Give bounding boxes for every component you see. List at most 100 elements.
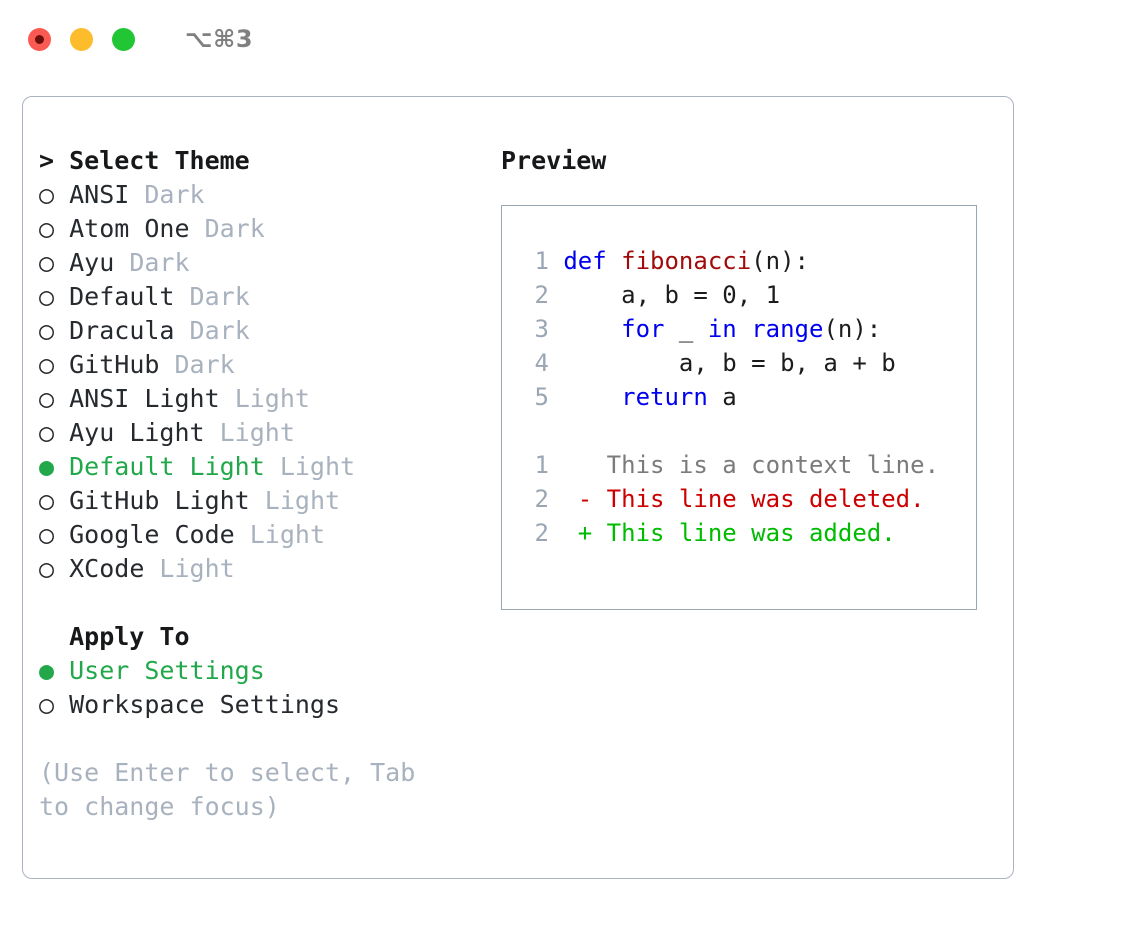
theme-variant-tag: Dark bbox=[159, 350, 235, 379]
code-line: 3 for _ in range(n): bbox=[520, 312, 976, 346]
line-number: 1 bbox=[534, 451, 549, 479]
theme-list-item[interactable]: ○ Dracula Dark bbox=[39, 314, 486, 348]
code-token: return bbox=[621, 383, 708, 411]
radio-unselected-icon: ○ bbox=[39, 350, 55, 379]
code-line: 5 return a bbox=[520, 380, 976, 414]
diff-sample: 1 This is a context line.2 - This line w… bbox=[520, 448, 976, 550]
theme-name: GitHub bbox=[54, 350, 160, 379]
diff-line: 2 + This line was added. bbox=[520, 516, 976, 550]
content-panel: > Select Theme ○ ANSI Dark○ Atom One Dar… bbox=[22, 96, 1014, 879]
theme-list-item[interactable]: ○ Ayu Light Light bbox=[39, 416, 486, 450]
theme-list: ○ ANSI Dark○ Atom One Dark○ Ayu Dark○ De… bbox=[39, 178, 486, 586]
theme-variant-tag: Light bbox=[234, 520, 325, 549]
code-token: for bbox=[621, 315, 665, 343]
minimize-button[interactable] bbox=[70, 27, 93, 51]
theme-name: Default Light bbox=[54, 452, 265, 481]
theme-name: XCode bbox=[54, 554, 145, 583]
code-token: a, b = b, a + b bbox=[563, 349, 896, 377]
radio-unselected-icon: ○ bbox=[39, 690, 55, 719]
theme-variant-tag: Light bbox=[144, 554, 235, 583]
diff-text: This line was added. bbox=[592, 519, 896, 547]
keyboard-hint: (Use Enter to select, Tab to change focu… bbox=[39, 758, 431, 821]
theme-name: ANSI bbox=[54, 180, 130, 209]
theme-variant-tag: Light bbox=[204, 418, 295, 447]
theme-variant-tag: Dark bbox=[189, 214, 265, 243]
title-bar: ⌥⌘3 bbox=[0, 0, 1140, 78]
code-token: (n): bbox=[823, 315, 882, 343]
theme-name: Atom One bbox=[54, 214, 190, 243]
theme-name: Dracula bbox=[54, 316, 175, 345]
code-line: 4 a, b = b, a + b bbox=[520, 346, 976, 380]
theme-list-item[interactable]: ○ XCode Light bbox=[39, 552, 486, 586]
diff-text: This is a context line. bbox=[592, 451, 940, 479]
apply-to-label: User Settings bbox=[54, 656, 265, 685]
radio-unselected-icon: ○ bbox=[39, 486, 55, 515]
code-token: fibonacci bbox=[621, 247, 752, 275]
theme-variant-tag: Dark bbox=[174, 282, 250, 311]
code-token: in range bbox=[707, 315, 824, 343]
diff-line: 2 - This line was deleted. bbox=[520, 482, 976, 516]
preview-title: Preview bbox=[501, 146, 607, 175]
line-number: 2 bbox=[534, 519, 549, 547]
radio-selected-icon: ● bbox=[39, 452, 55, 481]
maximize-button[interactable] bbox=[112, 27, 135, 51]
theme-variant-tag: Light bbox=[249, 486, 341, 515]
theme-list-item[interactable]: ○ ANSI Light Light bbox=[39, 382, 486, 416]
line-number: 2 bbox=[534, 485, 549, 513]
theme-name: GitHub Light bbox=[54, 486, 250, 515]
apply-to-item[interactable]: ● User Settings bbox=[39, 654, 486, 688]
code-token: _ bbox=[664, 315, 708, 343]
apply-to-item[interactable]: ○ Workspace Settings bbox=[39, 688, 486, 722]
theme-variant-tag: Dark bbox=[174, 316, 250, 345]
diff-marker: + bbox=[563, 519, 593, 547]
radio-unselected-icon: ○ bbox=[39, 418, 55, 447]
code-token bbox=[563, 315, 621, 343]
theme-list-item[interactable]: ○ ANSI Dark bbox=[39, 178, 486, 212]
theme-name: Google Code bbox=[54, 520, 235, 549]
apply-to-header: Apply To bbox=[39, 622, 190, 651]
line-number: 4 bbox=[534, 349, 549, 377]
radio-unselected-icon: ○ bbox=[39, 248, 55, 277]
line-number: 5 bbox=[534, 383, 549, 411]
apply-to-list: ● User Settings○ Workspace Settings bbox=[39, 654, 486, 722]
section-spacer bbox=[39, 586, 486, 620]
theme-list-item[interactable]: ○ Default Dark bbox=[39, 280, 486, 314]
code-spacer bbox=[520, 414, 976, 448]
radio-unselected-icon: ○ bbox=[39, 384, 55, 413]
theme-list-item[interactable]: ○ GitHub Dark bbox=[39, 348, 486, 382]
line-number: 3 bbox=[534, 315, 549, 343]
theme-variant-tag: Dark bbox=[114, 248, 190, 277]
theme-selector-column: > Select Theme ○ ANSI Dark○ Atom One Dar… bbox=[23, 144, 486, 878]
theme-list-item[interactable]: ○ GitHub Light Light bbox=[39, 484, 486, 518]
radio-selected-icon: ● bbox=[39, 656, 55, 685]
radio-unselected-icon: ○ bbox=[39, 554, 55, 583]
radio-unselected-icon: ○ bbox=[39, 520, 55, 549]
theme-list-item[interactable]: ● Default Light Light bbox=[39, 450, 486, 484]
diff-text: This line was deleted. bbox=[592, 485, 925, 513]
radio-unselected-icon: ○ bbox=[39, 282, 55, 311]
theme-variant-tag: Light bbox=[264, 452, 356, 481]
line-number: 1 bbox=[534, 247, 549, 275]
theme-list-item[interactable]: ○ Ayu Dark bbox=[39, 246, 486, 280]
diff-marker bbox=[563, 451, 592, 479]
line-number: 2 bbox=[534, 281, 549, 309]
theme-name: ANSI Light bbox=[54, 384, 220, 413]
code-token bbox=[563, 383, 621, 411]
window-controls bbox=[28, 27, 135, 51]
theme-variant-tag: Light bbox=[219, 384, 310, 413]
theme-name: Ayu bbox=[54, 248, 115, 277]
diff-marker: - bbox=[563, 485, 593, 513]
radio-unselected-icon: ○ bbox=[39, 316, 55, 345]
code-token: a bbox=[707, 383, 737, 411]
theme-list-item[interactable]: ○ Atom One Dark bbox=[39, 212, 486, 246]
keyboard-shortcut-label: ⌥⌘3 bbox=[185, 25, 254, 53]
apply-to-label: Workspace Settings bbox=[54, 690, 341, 719]
theme-list-item[interactable]: ○ Google Code Light bbox=[39, 518, 486, 552]
close-button[interactable] bbox=[28, 27, 51, 51]
code-token: def bbox=[563, 247, 622, 275]
diff-line: 1 This is a context line. bbox=[520, 448, 976, 482]
